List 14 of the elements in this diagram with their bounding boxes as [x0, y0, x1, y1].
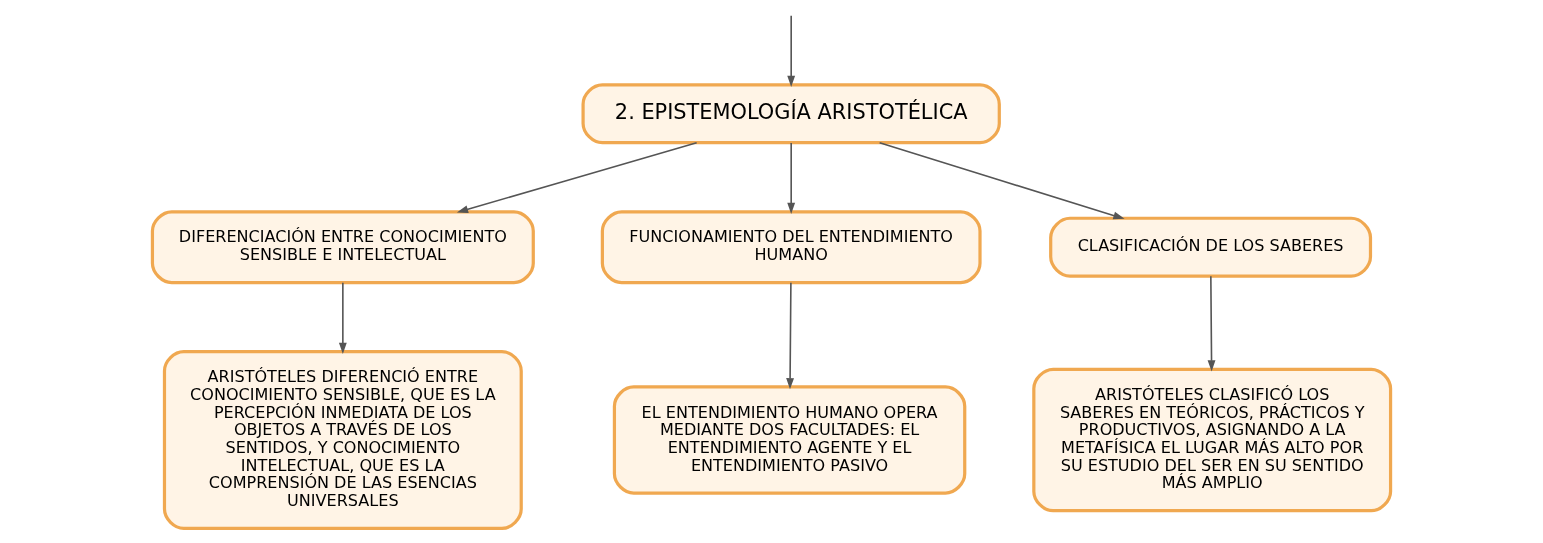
arrow [1207, 275, 1216, 372]
arrow [787, 142, 796, 214]
arrow [878, 142, 1125, 220]
node-box: ARISTÓTELES CLASIFICÓ LOS SABERES EN TEÓRICOS, PRÁCTICOS Y PRODUCTIVOS, ASIGNANDO A LA METAFÍSICA EL LUGAR MÁS ALTO POR SU ESTUDIO DEL SER EN SU SENTIDO MÁS AMPLIO [1032, 367, 1393, 513]
node-box: FUNCIONAMIENTO DEL ENTENDIMIENTO HUMANO [600, 210, 982, 285]
arrow [456, 142, 698, 214]
arrow [787, 15, 796, 87]
node-box: ARISTÓTELES DIFERENCIÓ ENTRE CONOCIMIENTO SENSIBLE, QUE ES LA PERCEPCIÓN INMEDIATA DE LOS OBJETOS A TRAVÉS DE LOS SENTIDOS, Y CONOCIMIENTO INTELECTUAL, QUE ES LA COMPRENSIÓN DE LAS ESENCIAS UNIVERSALES [162, 350, 523, 530]
arrow [338, 281, 347, 354]
arrow [786, 281, 795, 390]
node-box: DIFERENCIACIÓN ENTRE CONOCIMIENTO SENSIBLE E INTELECTUAL [150, 210, 535, 285]
node-box: EL ENTENDIMIENTO HUMANO OPERA MEDIANTE DOS FACULTADES: EL ENTENDIMIENTO AGENTE Y EL ENTENDIMIENTO PASIVO [612, 385, 967, 495]
node-box: 2. EPISTEMOLOGÍA ARISTOTÉLICA [581, 83, 1001, 145]
node-box: CLASIFICACIÓN DE LOS SABERES [1049, 216, 1373, 278]
